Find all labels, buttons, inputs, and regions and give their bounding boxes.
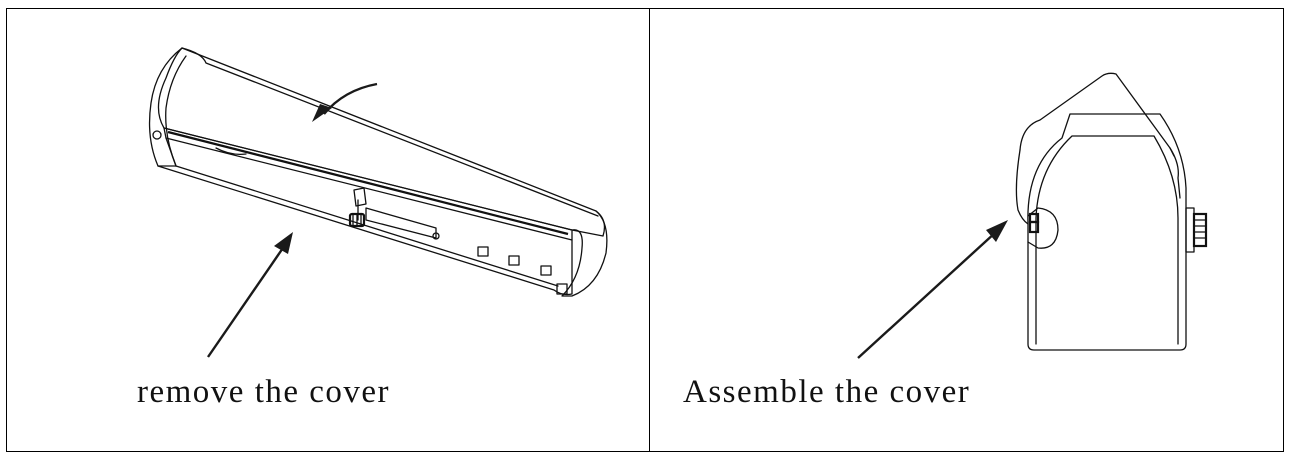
body-outline (1027, 113, 1187, 351)
panel-assemble-cover: Assemble the cover (650, 8, 1284, 452)
cover-latch (1027, 207, 1059, 249)
pointer-arrow (857, 231, 997, 359)
right-end-cap (561, 210, 608, 297)
cover-outline (1019, 72, 1181, 199)
left-end-cap (148, 47, 187, 167)
adjustment-knob (348, 187, 367, 228)
caption-assemble-cover: Assemble the cover (683, 374, 971, 410)
panel-remove-cover: remove the cover (6, 8, 649, 452)
diagram-frame (6, 8, 1284, 452)
latch-tabs (477, 246, 568, 295)
pointer-arrow (207, 244, 286, 358)
panel-divider (649, 8, 650, 452)
rotation-arrow (323, 82, 378, 115)
cover-top-surface (157, 47, 606, 237)
side-knob (1185, 207, 1208, 253)
unit-side-illustration (857, 72, 1208, 359)
caption-remove-cover: remove the cover (137, 374, 391, 410)
unit-perspective-illustration (148, 47, 608, 358)
